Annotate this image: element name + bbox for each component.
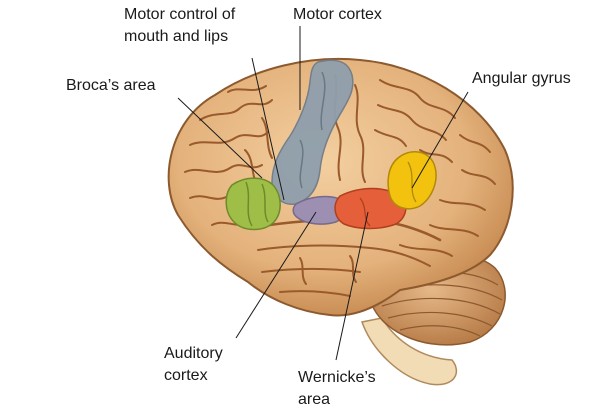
label-wernicke: Wernicke’s area <box>298 367 376 411</box>
label-wernicke-line2: area <box>298 391 331 408</box>
label-angular-text: Angular gyrus <box>472 70 571 87</box>
broca-area-region <box>225 177 281 231</box>
leader-motor-control <box>251 57 285 201</box>
label-broca: Broca’s area <box>66 75 156 97</box>
label-auditory: Auditory cortex <box>164 343 223 387</box>
label-motor-cortex-text: Motor cortex <box>293 6 382 23</box>
label-motor-cortex: Motor cortex <box>293 4 382 26</box>
wernicke-area-region <box>334 187 407 230</box>
label-auditory-line1: Auditory <box>164 345 223 362</box>
leader-wernicke <box>335 211 369 361</box>
brain-stem <box>361 317 458 386</box>
label-auditory-line2: cortex <box>164 367 208 384</box>
leader-broca <box>177 97 263 179</box>
label-motor-control-line2: mouth and lips <box>124 28 229 45</box>
label-angular: Angular gyrus <box>472 68 571 90</box>
label-motor-control: Motor control of mouth and lips <box>124 4 235 48</box>
label-wernicke-line1: Wernicke’s <box>298 369 376 386</box>
cerebrum <box>167 57 514 317</box>
leader-angular <box>411 91 469 189</box>
label-broca-text: Broca’s area <box>66 77 156 94</box>
label-motor-control-line1: Motor control of <box>124 6 236 23</box>
auditory-cortex-region <box>292 195 346 225</box>
leader-auditory <box>235 211 317 339</box>
cortical-folds <box>184 74 496 297</box>
